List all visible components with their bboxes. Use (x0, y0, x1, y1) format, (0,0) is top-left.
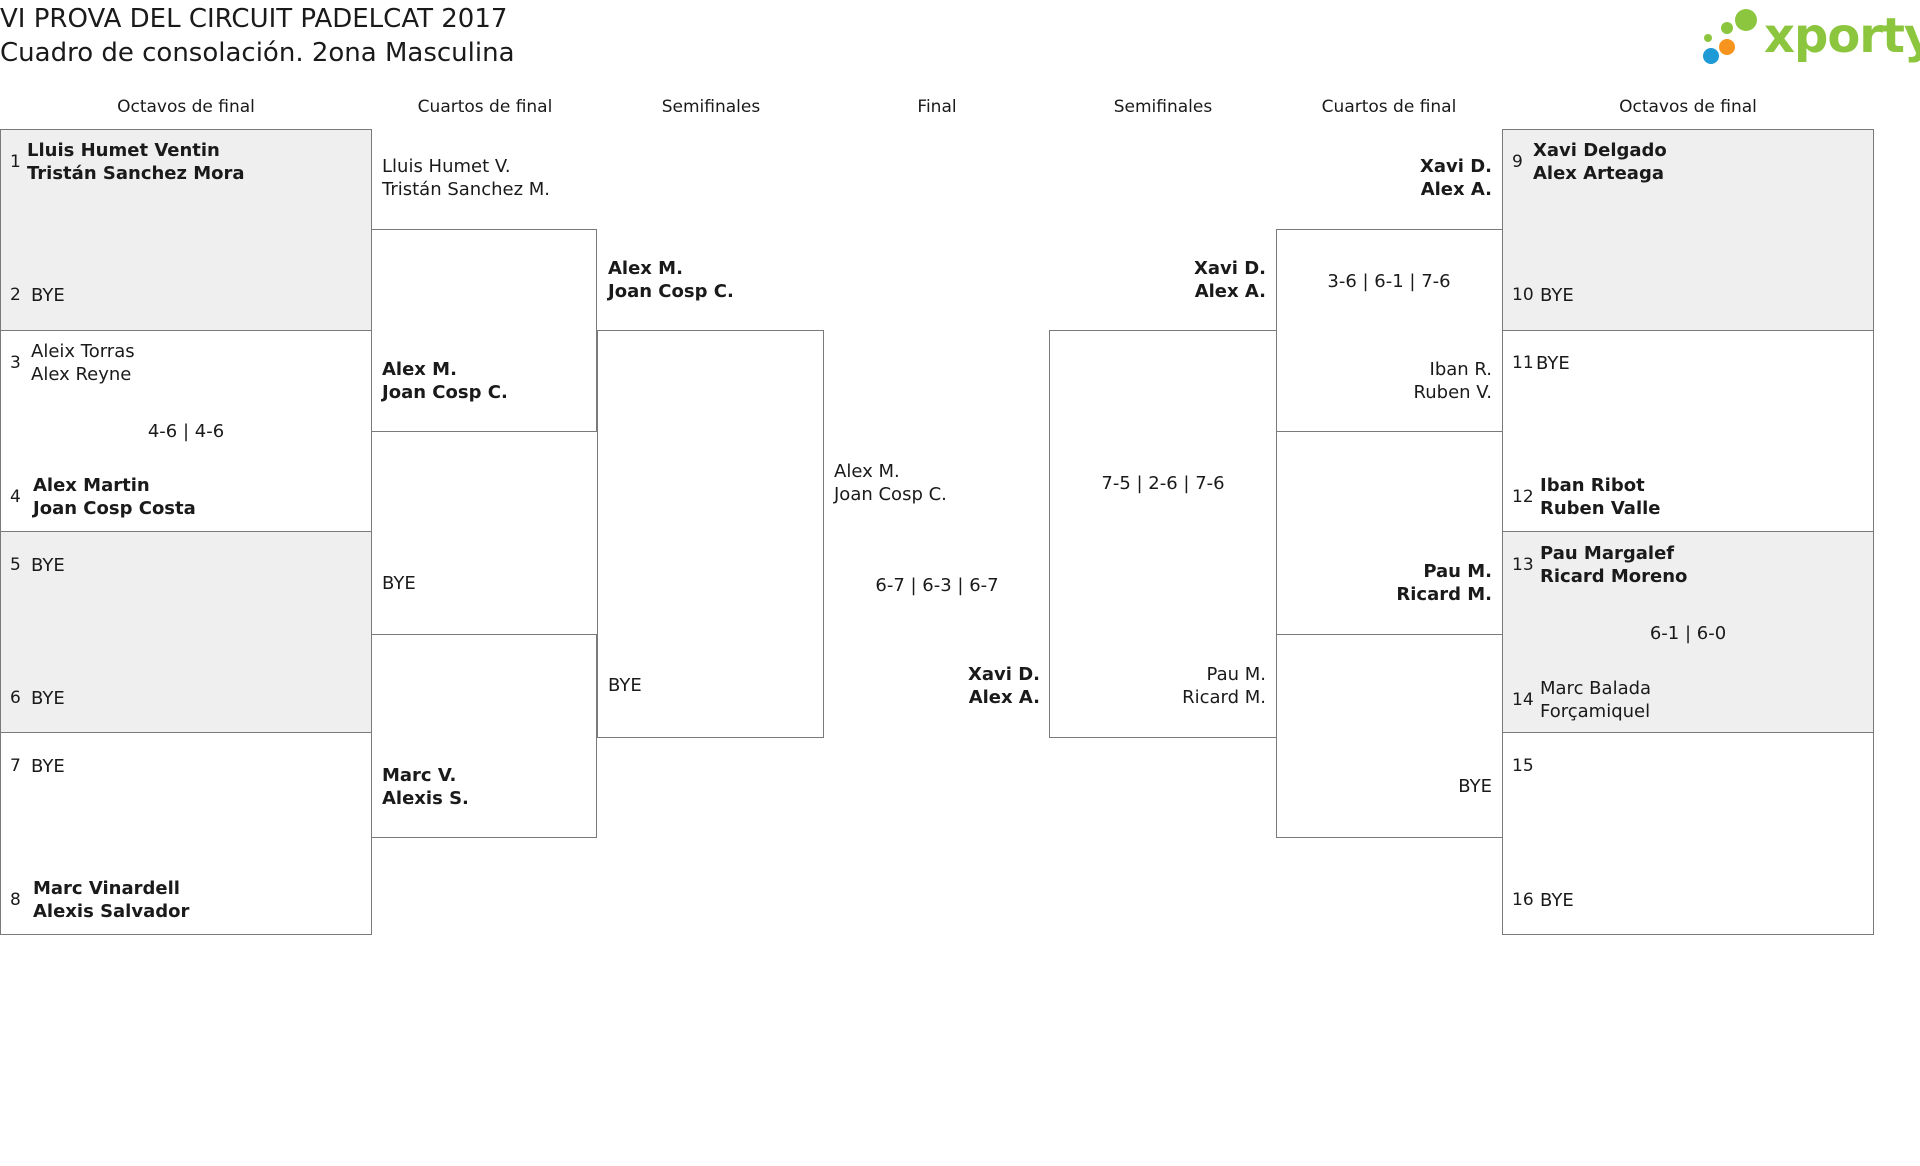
match-left-sf[interactable] (597, 330, 824, 738)
round-label-left-r16: Octavos de final (117, 97, 255, 117)
team-player: Joan Cosp Costa (33, 498, 196, 519)
team-player: Alex Reyne (31, 364, 132, 385)
team-player: Pau M. (1206, 664, 1266, 685)
team-player: Alex A. (1194, 281, 1266, 302)
seed-number: 8 (10, 890, 21, 910)
match-right-sf[interactable] (1049, 330, 1277, 738)
title-line-1: VI PROVA DEL CIRCUIT PADELCAT 2017 (0, 4, 508, 34)
team-player: Xavi D. (1194, 258, 1266, 279)
team-player: BYE (31, 555, 65, 576)
team-player: Pau M. (1423, 561, 1492, 582)
match-right-r16-3[interactable] (1502, 531, 1874, 733)
tournament-title: VI PROVA DEL CIRCUIT PADELCAT 2017 Cuadr… (0, 2, 515, 70)
seed-number: 4 (10, 487, 21, 507)
logo-dots-icon (1703, 9, 1757, 64)
team-player: BYE (1540, 890, 1574, 911)
team-player: Ricard M. (1182, 687, 1266, 708)
team-player: Alex A. (1420, 179, 1492, 200)
team-player: BYE (1458, 776, 1492, 797)
team-player: Alex M. (382, 359, 457, 380)
team-player: Alex Martin (33, 475, 150, 496)
match-left-r16-3[interactable] (0, 531, 372, 733)
team-player: Lluis Humet V. (382, 156, 511, 177)
seed-number: 15 (1512, 756, 1534, 776)
team-player: Ricard Moreno (1540, 566, 1688, 587)
seed-number: 2 (10, 285, 21, 305)
round-label-right-qf: Cuartos de final (1321, 97, 1457, 117)
seed-number: 10 (1512, 285, 1534, 305)
team-player: Tristán Sanchez M. (382, 179, 551, 200)
team-player: BYE (1540, 285, 1574, 306)
team-player: Xavi D. (1420, 156, 1492, 177)
team-player: Ruben V. (1413, 382, 1492, 403)
seed-number: 5 (10, 555, 21, 575)
match-left-r16-1[interactable] (0, 129, 372, 331)
seed-number: 13 (1512, 555, 1534, 575)
match-score: 7-5 | 2-6 | 7-6 (1101, 473, 1225, 494)
seed-number: 14 (1512, 690, 1534, 710)
team-player: Iban R. (1429, 359, 1492, 380)
team-player: Joan Cosp C. (382, 382, 508, 403)
logo-text: xporty (1764, 8, 1920, 64)
team-player: Joan Cosp C. (608, 281, 734, 302)
team-player: BYE (31, 756, 65, 777)
round-label-right-r16: Octavos de final (1619, 97, 1757, 117)
team-player: Pau Margalef (1540, 543, 1675, 564)
match-score: 3-6 | 6-1 | 7-6 (1327, 271, 1451, 292)
seed-number: 1 (10, 152, 21, 172)
team-player: Marc V. (382, 765, 457, 786)
team-player: Ruben Valle (1540, 498, 1661, 519)
finalist-right-player: Alex A. (968, 687, 1040, 708)
finalist-left-player: Alex M. (834, 461, 900, 482)
round-label-right-sf: Semifinales (1113, 97, 1213, 117)
team-player: Alex M. (608, 258, 683, 279)
team-player: Alex Arteaga (1533, 163, 1664, 184)
title-line-2: Cuadro de consolación. 2ona Masculina (0, 38, 515, 68)
match-score: 4-6 | 4-6 (147, 421, 225, 442)
match-left-qf-1[interactable] (371, 229, 597, 432)
team-player: BYE (31, 688, 65, 709)
team-player: Tristán Sanchez Mora (27, 163, 245, 184)
seed-number: 16 (1512, 890, 1534, 910)
round-label-final: Final (917, 97, 957, 117)
team-player: Xavi Delgado (1533, 140, 1667, 161)
team-player: Alexis Salvador (33, 901, 190, 922)
match-score: 6-1 | 6-0 (1649, 623, 1727, 644)
team-player: Lluis Humet Ventin (27, 140, 220, 161)
team-player: Alexis S. (382, 788, 469, 809)
xporty-logo[interactable]: xporty (1694, 4, 1920, 68)
team-player: Marc Balada (1540, 678, 1652, 699)
team-player: Aleix Torras (31, 341, 135, 362)
team-player: BYE (382, 573, 416, 594)
match-right-qf-2[interactable] (1276, 634, 1503, 838)
team-player: BYE (608, 675, 642, 696)
finalist-right-player: Xavi D. (968, 664, 1040, 685)
final-score: 6-7 | 6-3 | 6-7 (875, 575, 999, 596)
finalist-left-player: Joan Cosp C. (834, 484, 947, 505)
seed-number: 7 (10, 756, 21, 776)
match-left-qf-2[interactable] (371, 634, 597, 838)
round-label-left-qf: Cuartos de final (417, 97, 553, 117)
team-player: BYE (31, 285, 65, 306)
match-right-r16-4[interactable] (1502, 732, 1874, 935)
round-label-left-sf: Semifinales (661, 97, 761, 117)
seed-number: 9 (1512, 152, 1523, 172)
seed-number: 11 (1512, 353, 1534, 373)
team-player: Ricard M. (1396, 584, 1492, 605)
team-player: BYE (1536, 353, 1570, 374)
team-player: Iban Ribot (1540, 475, 1645, 496)
seed-number: 3 (10, 353, 21, 373)
team-player: Forçamiquel (1540, 701, 1651, 722)
seed-number: 6 (10, 688, 21, 708)
team-player: Marc Vinardell (33, 878, 180, 899)
seed-number: 12 (1512, 487, 1534, 507)
